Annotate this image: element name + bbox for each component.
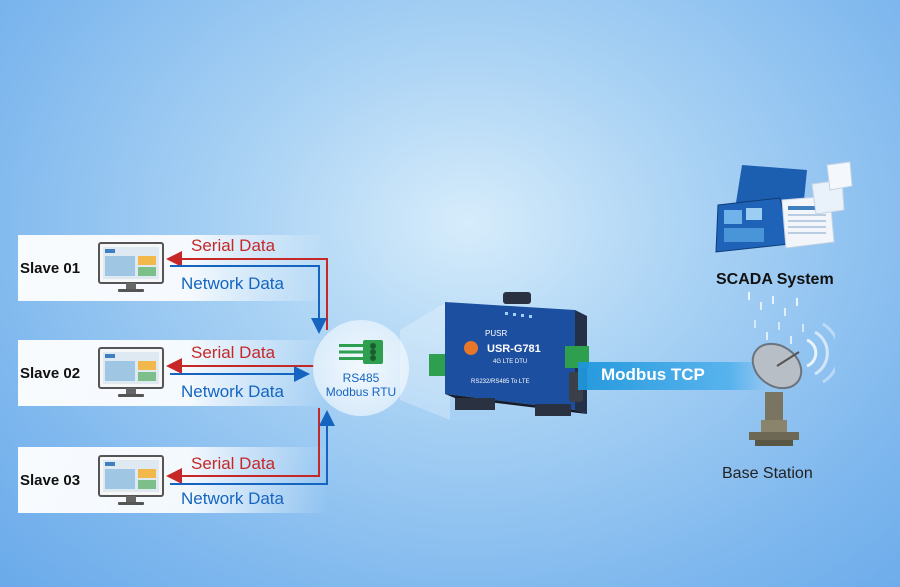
serial-data-label-2: Serial Data <box>191 343 276 362</box>
scada-screens-icon <box>715 161 853 253</box>
serial-data-label-3: Serial Data <box>191 454 276 473</box>
network-arrow-1 <box>170 265 327 334</box>
slave-panel-1 <box>18 235 328 301</box>
base-station-label: Base Station <box>722 465 813 482</box>
modbus-tcp-link <box>578 362 768 390</box>
slave-label-2: Slave 02 <box>20 365 81 382</box>
monitor-icon <box>98 455 164 505</box>
modbus-tcp-label: Modbus TCP <box>601 365 705 384</box>
serial-data-label-1: Serial Data <box>191 236 276 255</box>
scada-system-label: SCADA System <box>716 271 834 288</box>
network-data-label-1: Network Data <box>181 274 284 293</box>
network-data-label-3: Network Data <box>181 489 284 508</box>
hub-label-modbus-rtu: Modbus RTU <box>325 385 397 399</box>
device-port-label: RS232/RS485 To LTE <box>471 379 529 385</box>
monitor-icon <box>98 242 164 292</box>
dtu-device: PUSR USR-G781 4G LTE DTU RS232/RS485 To … <box>429 292 589 416</box>
network-arrow-3 <box>170 410 335 485</box>
slave-label-1: Slave 01 <box>20 260 81 277</box>
terminal-block-icon <box>339 340 383 364</box>
serial-arrow-1 <box>166 251 328 330</box>
device-brand: PUSR <box>485 329 507 338</box>
data-stream <box>748 292 804 344</box>
hub-label-rs485: RS485 <box>342 371 380 385</box>
network-data-label-2: Network Data <box>181 382 284 401</box>
device-model: USR-G781 <box>487 343 541 355</box>
satellite-dish-icon <box>749 322 835 446</box>
monitor-icon <box>98 347 164 397</box>
rs485-hub <box>313 320 409 416</box>
serial-arrow-3 <box>166 408 320 484</box>
device-type: 4G LTE DTU <box>493 359 527 365</box>
slave-label-3: Slave 03 <box>20 472 81 489</box>
